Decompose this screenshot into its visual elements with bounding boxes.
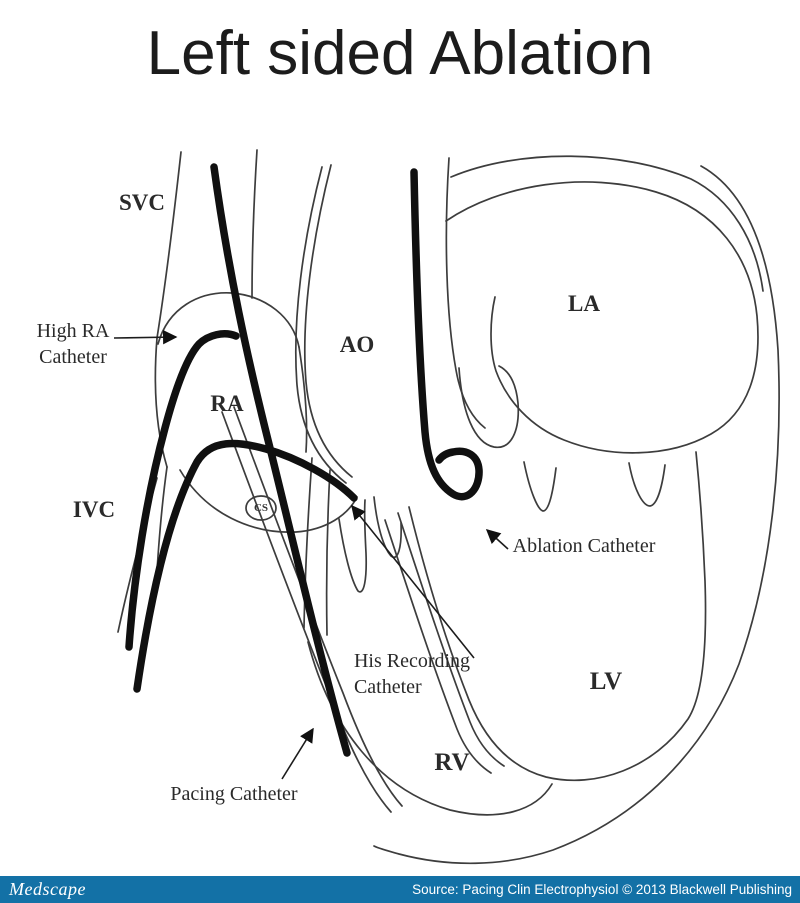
- septum-line-1: [397, 512, 505, 767]
- cs-annulus-arc: [179, 469, 358, 533]
- label-lv: LV: [589, 667, 623, 695]
- ablation-arrow: [485, 529, 509, 550]
- label-pacing-catheter: Pacing Catheter: [170, 783, 298, 805]
- ra-top-arc: [157, 292, 300, 348]
- his-catheter-path: [133, 439, 358, 693]
- pacing-catheter-path: [210, 163, 351, 757]
- label-his-line1: His Recording: [353, 650, 471, 672]
- svc-right-wall: [251, 149, 258, 299]
- septum-line-2: [384, 519, 492, 774]
- label-la: LA: [568, 291, 600, 317]
- page-title: Left sided Ablation: [146, 19, 654, 88]
- svc-left-wall: [156, 151, 182, 339]
- aorta-left-wall-outer: [294, 166, 347, 484]
- aorta-right-wall: [445, 157, 486, 429]
- label-cs: CS: [253, 501, 269, 514]
- aortic-valve-pouch: [458, 365, 520, 449]
- chordae-line-1: [303, 457, 313, 629]
- chordae-line-2: [325, 469, 331, 636]
- label-ao: AO: [339, 332, 375, 358]
- rv-free-wall-2: [233, 406, 403, 807]
- aorta-left-wall-inner: [303, 164, 353, 478]
- ra-right-wall: [298, 346, 308, 453]
- tricuspid-leaflet-1: [338, 499, 368, 593]
- lv-inner-wall: [408, 451, 707, 782]
- tricuspid-leaflet-2: [373, 496, 402, 559]
- ra-left-wall: [154, 337, 168, 468]
- ablation-catheter-path: [410, 168, 483, 501]
- label-his-catheter: His Recording Catheter: [354, 648, 470, 700]
- label-ablation-catheter: Ablation Catheter: [512, 535, 656, 557]
- label-ivc: IVC: [72, 497, 116, 523]
- cs-ostium-oval: [245, 495, 277, 521]
- pacing-arrow: [281, 727, 314, 780]
- medscape-logo: Medscape: [9, 879, 86, 899]
- label-ra: RA: [210, 391, 244, 417]
- heart-outer-wall: [373, 165, 780, 865]
- label-high-ra-catheter: High RA Catheter: [37, 318, 110, 370]
- mitral-leaflet-1: [523, 461, 557, 512]
- high-ra-arrow: [113, 330, 178, 345]
- footer-bar: Medscape Source: Pacing Clin Electrophys…: [0, 876, 800, 903]
- label-svc: SVC: [118, 190, 166, 216]
- label-high-ra-line1: High RA: [36, 320, 110, 342]
- label-high-ra-line2: Catheter: [39, 346, 107, 368]
- la-top-outer-wall: [450, 155, 764, 292]
- rv-free-wall-1: [221, 411, 392, 813]
- label-rv: RV: [434, 748, 470, 776]
- mitral-leaflet-2: [628, 462, 666, 507]
- high-ra-catheter-path: [125, 330, 240, 651]
- source-attribution: Source: Pacing Clin Electrophysiol © 201…: [412, 882, 792, 897]
- la-body: [445, 181, 759, 454]
- his-arrow: [351, 504, 475, 659]
- label-his-line2: Catheter: [353, 676, 422, 698]
